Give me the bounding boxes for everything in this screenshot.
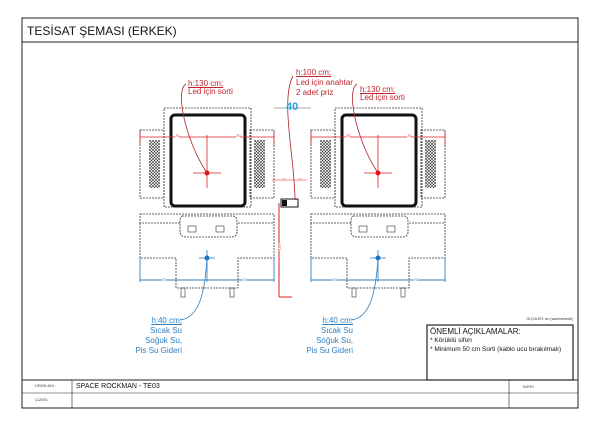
dim-70: 70	[175, 133, 180, 138]
product-label: ÜRÜN ADI :	[35, 383, 57, 388]
dim-100: 100	[276, 243, 282, 251]
dim-20: 20	[282, 177, 287, 182]
dim-70: 70	[407, 133, 412, 138]
page-title: TESİSAT ŞEMASI (ERKEK)	[27, 24, 177, 38]
note-item: * Minimum 50 cm Sorti (kablo ucu bırakıl…	[430, 346, 562, 353]
dim-40: 40	[286, 101, 299, 113]
drawn-by-label: ÇİZEN:	[35, 397, 49, 402]
date-label: TARİH	[522, 384, 534, 389]
dim-20: 20	[298, 177, 303, 182]
product-name: SPACE ROCKMAN - TE03	[76, 383, 160, 390]
left-led-height: h:130 cm;Led için sorti	[188, 79, 233, 96]
notes-title: ÖNEMLİ AÇIKLAMALAR:	[430, 327, 521, 336]
dim-70: 70	[346, 133, 351, 138]
dim-70: 70	[236, 133, 241, 138]
right-led-height: h:130 cm;Led için sorti	[360, 85, 405, 102]
dim-70: 70	[162, 277, 167, 282]
dim-70: 70	[243, 277, 248, 282]
units-note: ÖLÇÜLER: cm (santimetredir)	[526, 317, 573, 321]
dim-70: 70	[414, 277, 419, 282]
note-item: * Körüklü sifon	[430, 337, 472, 344]
dim-70: 70	[333, 277, 338, 282]
